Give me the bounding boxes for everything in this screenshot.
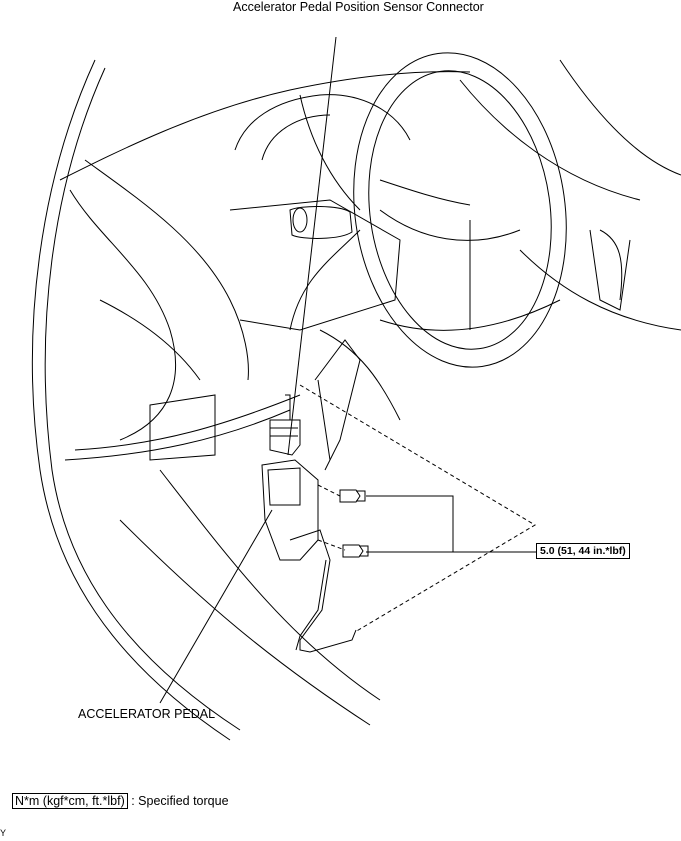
sensor-connector-drawing — [269, 394, 301, 456]
accelerator-pedal-label: ACCELERATOR PEDAL — [78, 707, 216, 721]
steering-wheel — [289, 52, 567, 368]
torque-value-label: 5.0 (51, 44 in.*lbf) — [536, 543, 630, 559]
dashed-callout-lines — [299, 384, 536, 633]
torque-legend: N*m (kgf*cm, ft.*lbf) : Specified torque — [12, 793, 229, 809]
accelerator-pedal-drawing — [261, 339, 361, 653]
dashboard-lines — [59, 59, 681, 461]
legend-text: : Specified torque — [131, 794, 229, 808]
bolt-lower — [342, 544, 369, 558]
connector-label: Accelerator Pedal Position Sensor Connec… — [233, 0, 484, 14]
bolt-upper — [339, 489, 366, 503]
corner-mark: Y — [0, 828, 7, 838]
legend-unit-box: N*m (kgf*cm, ft.*lbf) — [12, 793, 128, 809]
door-frame-lines — [31, 59, 381, 741]
pedal-leader-line — [159, 509, 273, 704]
torque-bracket — [366, 495, 536, 553]
connector-leader-line — [287, 36, 337, 456]
